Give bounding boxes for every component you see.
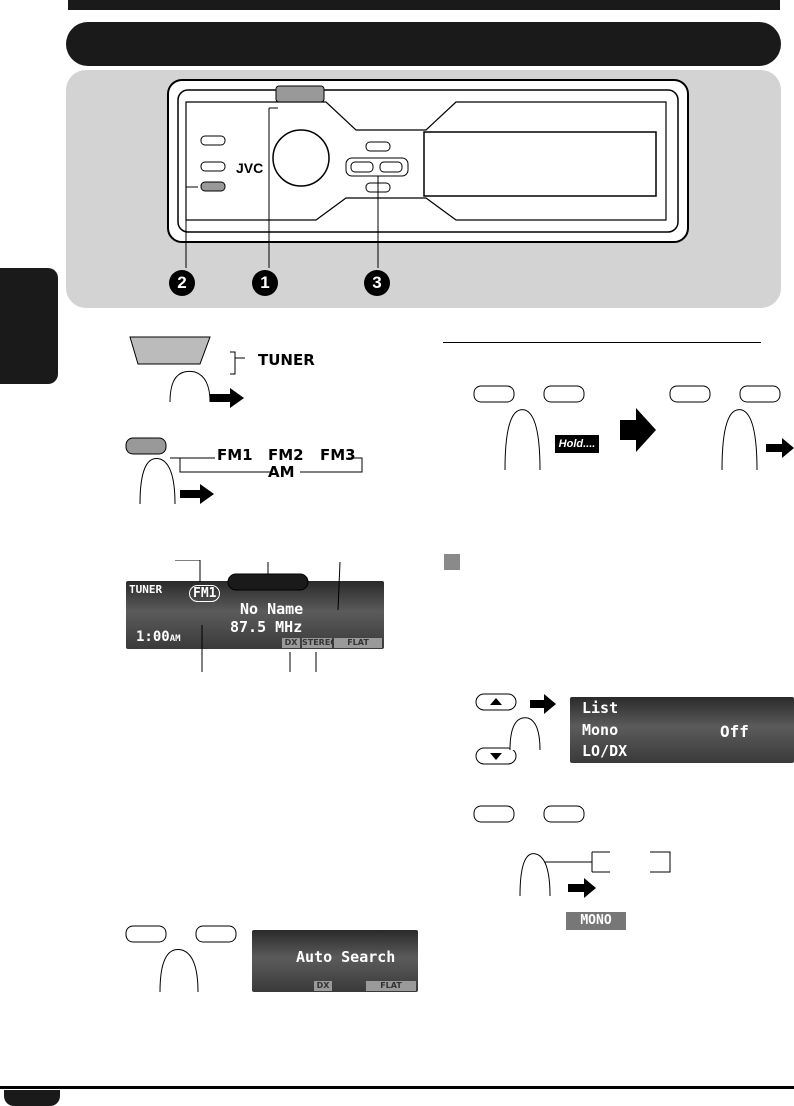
up-down-buttons-illustration bbox=[475, 693, 556, 765]
flow-band-fm1: FM1 bbox=[217, 446, 253, 464]
menu-display: List Mono LO/DX Off bbox=[570, 697, 794, 763]
auto-search-display: Auto Search DX FLAT bbox=[252, 930, 418, 992]
tuner-display: TUNER FM1 No Name 87.5 MHz 1:00AM DX STE… bbox=[126, 581, 384, 649]
indicator-dx: DX bbox=[282, 638, 300, 648]
display-source-label: TUNER bbox=[129, 583, 163, 596]
display-clock: 1:00AM bbox=[136, 629, 181, 645]
section-rule bbox=[443, 342, 761, 343]
auto-search-text: Auto Search bbox=[296, 948, 396, 966]
section-marker-square bbox=[444, 554, 460, 570]
callout-3: 3 bbox=[364, 270, 390, 296]
top-bar bbox=[68, 0, 780, 10]
indicator-flat: FLAT bbox=[334, 638, 382, 648]
jvc-logo: JVC bbox=[236, 160, 264, 176]
menu-value-off: Off bbox=[720, 722, 749, 741]
display-callout-lines bbox=[175, 560, 341, 672]
display-band: FM1 bbox=[189, 585, 221, 602]
display-frequency: 87.5 MHz bbox=[230, 618, 303, 636]
search-indicator-dx: DX bbox=[314, 981, 332, 991]
indicator-stereo: STEREO bbox=[302, 638, 338, 648]
callout-1: 1 bbox=[252, 270, 278, 296]
car-stereo-illustration bbox=[167, 79, 689, 268]
language-side-tab bbox=[0, 268, 58, 384]
seek-buttons-illustration bbox=[125, 925, 237, 993]
flow-band-am: AM bbox=[268, 463, 295, 481]
source-button-illustration bbox=[129, 336, 245, 408]
clock-time: 1:00 bbox=[136, 629, 170, 645]
hold-label: Hold.... bbox=[555, 435, 599, 453]
section-title-bar bbox=[66, 22, 781, 66]
page-number-tab bbox=[4, 1090, 60, 1106]
mono-toggle-illustration bbox=[473, 805, 671, 898]
flow-source-tuner: TUNER bbox=[258, 351, 315, 369]
mono-indicator: MONO bbox=[566, 912, 626, 930]
footer-rule bbox=[0, 1086, 794, 1089]
search-indicator-flat: FLAT bbox=[366, 981, 416, 991]
flow-band-fm2: FM2 bbox=[268, 446, 304, 464]
menu-item-list: List bbox=[582, 699, 619, 717]
seek-hold-illustration bbox=[473, 385, 794, 471]
flow-band-fm3: FM3 bbox=[320, 446, 356, 464]
control-panel-area: JVC 2 1 3 bbox=[66, 70, 781, 308]
clock-suffix: AM bbox=[169, 634, 181, 644]
callout-2: 2 bbox=[169, 270, 195, 296]
menu-item-mono: Mono bbox=[582, 721, 619, 739]
display-station-name: No Name bbox=[240, 600, 304, 618]
menu-item-lodx: LO/DX bbox=[582, 742, 628, 760]
band-button-illustration bbox=[125, 437, 363, 505]
